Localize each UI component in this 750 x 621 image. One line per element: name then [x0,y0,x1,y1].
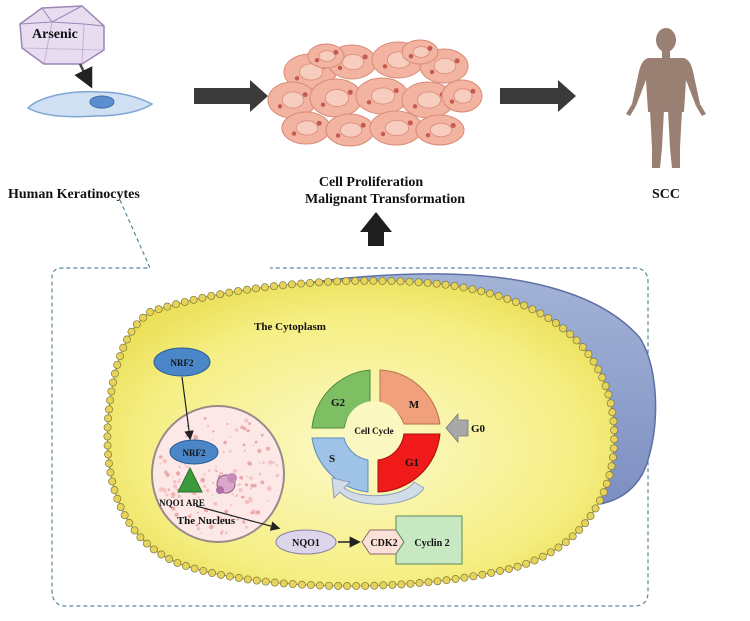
nrf2-cytoplasm-label: NRF2 [171,358,194,368]
callout-box [51,199,649,607]
cell-membrane-beads [103,276,619,590]
keratinocyte-cell-icon [26,90,154,118]
nrf2-nucleus-node [169,439,219,465]
cyclin-node [395,515,463,565]
phase-g2-label: G2 [331,397,346,409]
nqo1-label: NQO1 [292,538,320,549]
progression-arrow-2 [500,80,576,112]
cell-proliferation-label: Cell Proliferation [319,175,424,190]
nrf2-nucleus-label: NRF2 [183,448,206,458]
nrf2-cytoplasm-node [153,347,211,377]
cdk2-label: CDK2 [370,538,397,549]
arsenic-arrow [74,63,93,89]
g0-label: G0 [471,423,486,435]
nrf2-translocation-arrow [181,376,194,441]
cyclin-label: Cyclin 2 [414,538,449,549]
phase-s-label: S [329,453,335,465]
arsenic-molecule-icon [19,5,105,65]
cycle-direction-arrow [331,477,425,505]
malignant-transformation-label: Malignant Transformation [305,192,465,207]
nqo1-node [275,529,337,555]
human-body-icon [626,28,706,168]
scc-label: SCC [652,187,680,202]
nqo1-are-label: NQO1 ARE [159,498,205,508]
human-keratinocytes-label: Human Keratinocytes [8,187,140,202]
are-binding-triangle [177,466,203,493]
arsenic-label: Arsenic [32,27,78,42]
phase-m-label: M [409,399,420,411]
nqo1-expression-arrow [195,505,281,531]
phase-g1-segment [377,433,441,493]
cell-cycle-center-label: Cell Cycle [354,426,393,436]
upward-arrow [360,212,392,246]
progression-arrow-1 [194,80,268,112]
cell-cycle-wheel [311,369,441,493]
g0-entry-arrow [445,412,469,444]
chromatin-cluster-icon [216,473,237,494]
phase-g1-label: G1 [405,457,419,469]
cytoplasm-label: The Cytoplasm [254,321,326,333]
nucleus-label: The Nucleus [177,515,236,527]
tumor-cell-cluster-icon [267,39,483,147]
